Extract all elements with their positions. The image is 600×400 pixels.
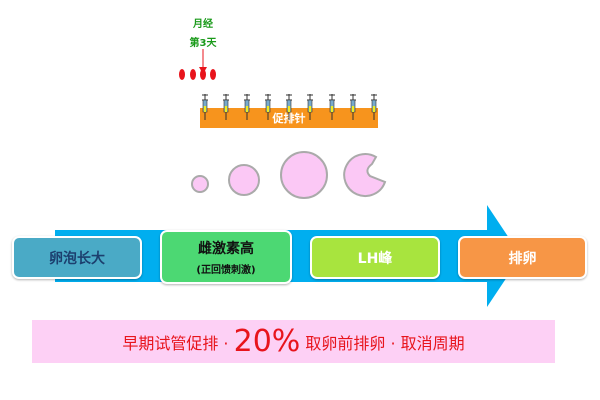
syringe-icon — [306, 94, 313, 120]
follicle-medium — [228, 164, 260, 196]
stage-sublabel: (正回馈刺激) — [196, 265, 256, 276]
follicle-large — [280, 151, 328, 199]
stage-estrogen-high: 雌激素高 (正回馈刺激) — [160, 230, 292, 284]
syringe-icon — [370, 94, 377, 120]
day3-label: 第3天 — [189, 38, 217, 49]
syringe-icon — [328, 94, 335, 120]
stage-label: 卵泡长大 — [49, 250, 105, 267]
stage-label: LH峰 — [357, 250, 393, 267]
stage-follicle-growth: 卵泡长大 — [12, 236, 142, 279]
blood-drop — [200, 69, 206, 80]
banner-text: 取卵前排卵 · 取消周期 — [300, 333, 465, 353]
stage-label: 雌激素高 — [198, 241, 254, 257]
warning-banner: 早期试管促排 · 20% 取卵前排卵 · 取消周期 — [32, 320, 555, 363]
syringe-icon — [243, 94, 250, 120]
syringe-icon — [349, 94, 356, 120]
follicle-rupture — [343, 153, 387, 198]
syringe-icon — [264, 94, 271, 120]
blood-drop — [210, 69, 216, 80]
stage-lh-surge: LH峰 — [310, 236, 440, 279]
banner-text: 早期试管促排 · — [122, 333, 234, 353]
stage-ovulation: 排卵 — [458, 236, 587, 279]
blood-drop — [190, 69, 196, 80]
syringe-icon — [201, 94, 208, 120]
blood-drop — [179, 69, 185, 80]
banner-percent: 20% — [233, 324, 301, 359]
menstruation-label: 月经 — [193, 19, 213, 30]
stage-label: 排卵 — [508, 250, 537, 267]
follicle-small — [191, 175, 209, 193]
syringe-icon — [285, 94, 292, 120]
follicle-growth — [191, 151, 387, 199]
syringe-icon — [222, 94, 229, 120]
